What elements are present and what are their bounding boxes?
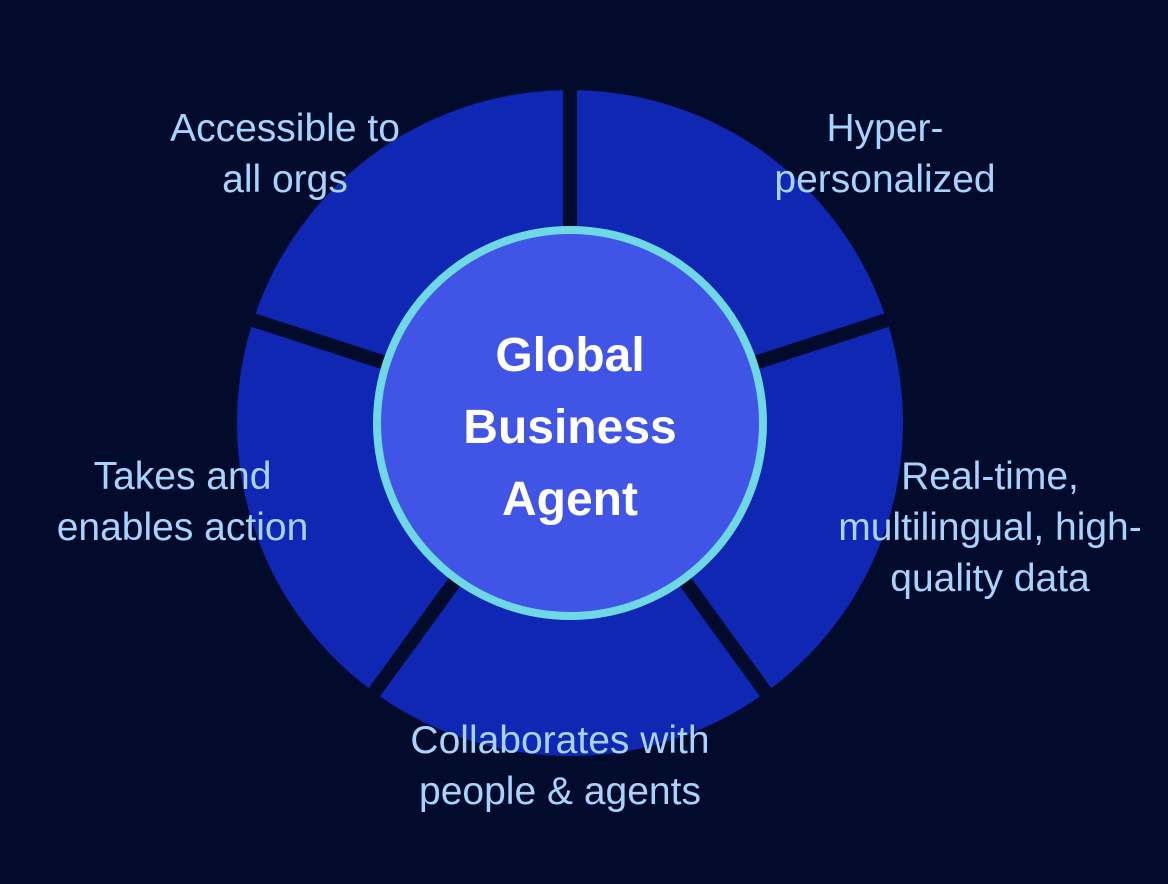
center-circle (373, 226, 767, 620)
ring-segment-real-time-data (687, 326, 903, 689)
segment-label-collaborates: Collaborates with people & agents (390, 715, 730, 817)
segment-label-hyper-personalized: Hyper- personalized (735, 103, 1035, 205)
center-title: Global Business Agent (420, 320, 720, 536)
segment-label-line: personalized (774, 158, 996, 201)
segment-label-line: quality data (890, 557, 1090, 600)
segment-label-line: multilingual, high- (838, 506, 1142, 549)
segment-label-real-time-data: Real-time, multilingual, high- quality d… (810, 451, 1168, 604)
segment-label-line: Takes and (93, 455, 272, 498)
segment-label-line: people & agents (419, 770, 701, 813)
center-title-line-1: Global (495, 329, 645, 382)
segment-label-takes-action: Takes and enables action (30, 451, 335, 553)
segment-label-line: Collaborates with (410, 719, 710, 762)
center-title-line-3: Agent (502, 473, 638, 526)
ring-segment-hyper-personalized (576, 90, 885, 358)
segment-label-accessible: Accessible to all orgs (135, 103, 435, 205)
center-title-line-2: Business (463, 401, 677, 454)
ring-segment-collaborates (379, 580, 761, 756)
segment-label-line: Accessible to (170, 107, 400, 150)
segment-label-line: all orgs (222, 158, 348, 201)
segment-label-line: Real-time, (901, 455, 1079, 498)
ring-segment-accessible (255, 90, 564, 358)
ring-segments (236, 90, 903, 756)
segment-label-line: enables action (56, 506, 309, 549)
ring-segment-takes-action (236, 326, 453, 689)
segment-label-line: Hyper- (826, 107, 944, 150)
